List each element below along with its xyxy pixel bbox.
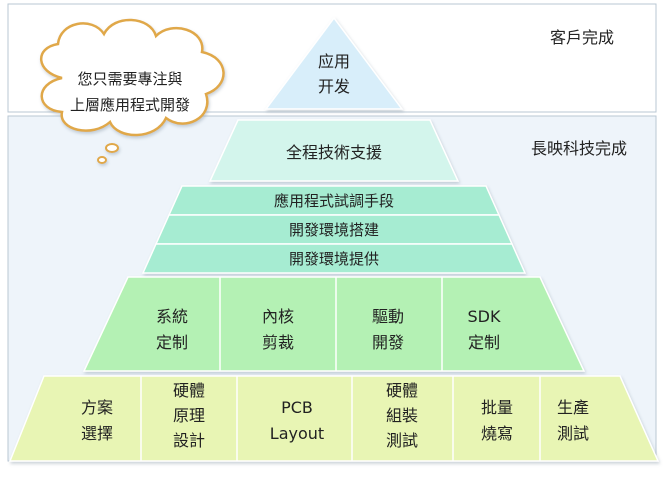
hardware-cell-3-line2: Layout xyxy=(270,424,324,443)
hardware-cell-5-line1: 批量 xyxy=(481,398,513,417)
tier-software xyxy=(82,276,586,372)
hardware-cell-6-line2: 測試 xyxy=(557,424,589,443)
tier-stack-row3-label: 開發環境提供 xyxy=(289,250,379,268)
hardware-cell-2-line1: 硬體 xyxy=(173,381,205,400)
hardware-cell-3-line1: PCB xyxy=(281,398,313,417)
hardware-cell-1-line1: 方案 xyxy=(81,398,113,417)
hardware-cell-1-line2: 選擇 xyxy=(81,424,113,443)
company-label: 長映科技完成 xyxy=(531,139,627,158)
tier-stack-row1-label: 應用程式試調手段 xyxy=(274,192,394,210)
software-cell-2-line2: 剪裁 xyxy=(262,333,294,352)
tier-hardware xyxy=(8,375,660,462)
software-cell-3-line1: 驅動 xyxy=(372,307,404,326)
cloud-callout xyxy=(39,18,225,164)
tier-support-label: 全程技術支援 xyxy=(286,143,382,162)
hardware-cell-4-line3: 測試 xyxy=(386,431,418,450)
hardware-cell-4-line2: 組裝 xyxy=(386,406,418,425)
hardware-cell-5-line2: 燒寫 xyxy=(481,424,513,443)
software-cell-1-line1: 系統 xyxy=(156,307,188,326)
hardware-cell-6-line1: 生產 xyxy=(557,398,589,417)
cloud-text-line2: 上層應用程式開發 xyxy=(70,96,190,114)
hardware-cell-2-line2: 原理 xyxy=(173,406,205,425)
apex-text-line1: 应用 xyxy=(318,52,350,71)
customer-label: 客戶完成 xyxy=(550,28,614,47)
hardware-cell-4-line1: 硬體 xyxy=(386,381,418,400)
apex-text-line2: 开发 xyxy=(318,77,350,96)
software-cell-3-line2: 開發 xyxy=(372,333,404,352)
tier-support xyxy=(208,119,460,182)
software-cell-4-line1: SDK xyxy=(468,307,501,326)
software-cell-2-line1: 內核 xyxy=(262,307,294,326)
hardware-cell-2-line3: 設計 xyxy=(173,431,205,450)
software-cell-1-line2: 定制 xyxy=(156,333,188,352)
apex-triangle xyxy=(264,16,404,110)
tier-stack-row3 xyxy=(141,243,527,274)
software-cell-4-line2: 定制 xyxy=(468,333,500,352)
cloud-text-line1: 您只需要專注與 xyxy=(77,70,182,88)
tier-stack-row2-label: 開發環境搭建 xyxy=(289,221,379,239)
